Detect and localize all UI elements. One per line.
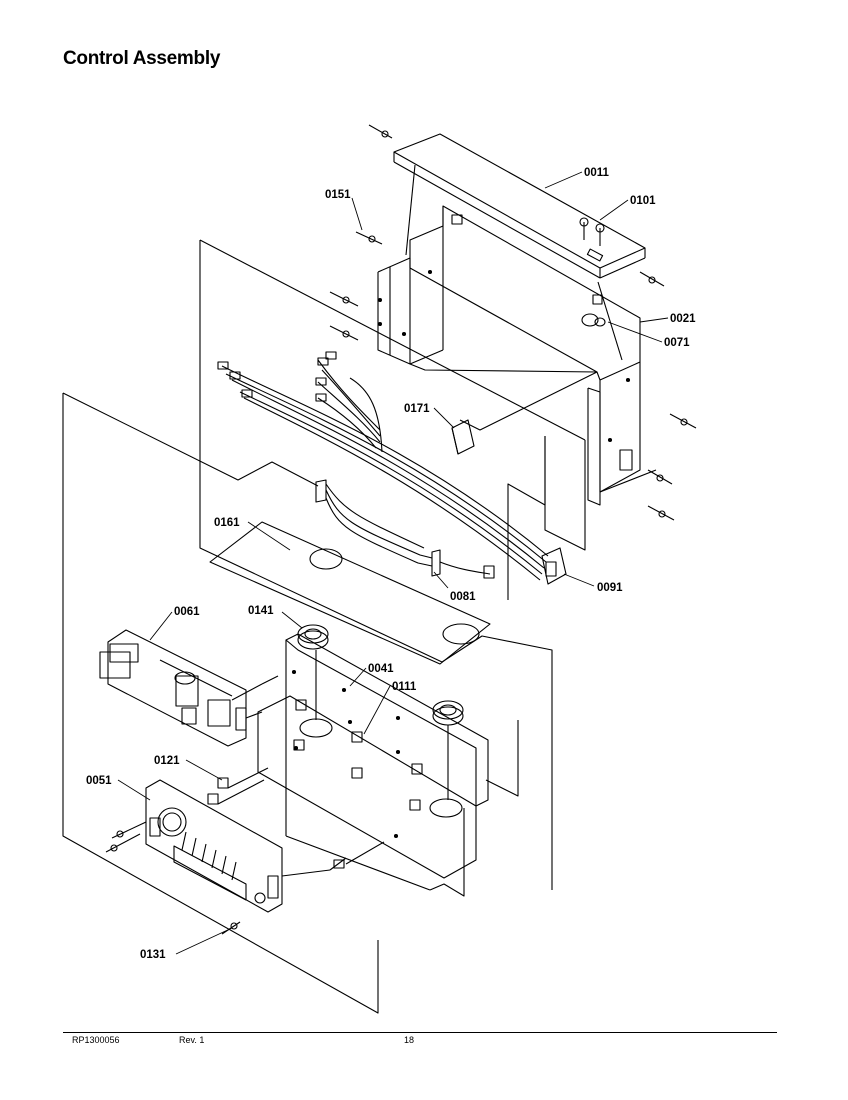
control-board-part [145, 779, 331, 913]
insulation-sheet-part [209, 521, 491, 665]
standoff-part [293, 699, 423, 811]
label-0111: 0111 [392, 681, 417, 693]
wire-harness-part [217, 351, 567, 585]
label-0131: 0131 [140, 949, 166, 961]
top-cover-part [393, 133, 646, 361]
label-0021: 0021 [670, 313, 696, 325]
label-0041: 0041 [368, 663, 394, 675]
upper-panel-sheet [199, 239, 586, 890]
label-0161: 0161 [214, 517, 240, 529]
bracket-part [451, 419, 475, 455]
label-0091: 0091 [597, 582, 623, 594]
label-0141: 0141 [248, 605, 274, 617]
screws-part [579, 217, 605, 246]
ribbon-cable-part [315, 479, 495, 579]
loose-screws [329, 124, 697, 521]
control-box-part [377, 205, 657, 506]
label-0171: 0171 [404, 403, 430, 415]
standoff-0121-part [207, 767, 269, 805]
clip-part [581, 313, 606, 327]
power-board-part [99, 629, 279, 747]
mounting-bracket-part [257, 633, 489, 897]
footer-page-number: 18 [404, 1035, 415, 1045]
label-0151: 0151 [325, 189, 351, 201]
label-0081: 0081 [450, 591, 476, 603]
label-0121: 0121 [154, 755, 180, 767]
label-0101: 0101 [630, 195, 656, 207]
page-title: Control Assembly [63, 48, 221, 69]
footer-part-code: RP1300056 [72, 1035, 120, 1045]
label-0061: 0061 [174, 606, 200, 618]
leader-lines [117, 171, 669, 955]
label-0051: 0051 [86, 775, 112, 787]
screw-0131-part [105, 821, 385, 935]
label-0071: 0071 [664, 337, 690, 349]
label-0011: 0011 [584, 167, 610, 179]
footer-revision: Rev. 1 [179, 1035, 205, 1045]
lower-panel-sheet [62, 392, 519, 1014]
footer-divider [63, 1032, 777, 1033]
